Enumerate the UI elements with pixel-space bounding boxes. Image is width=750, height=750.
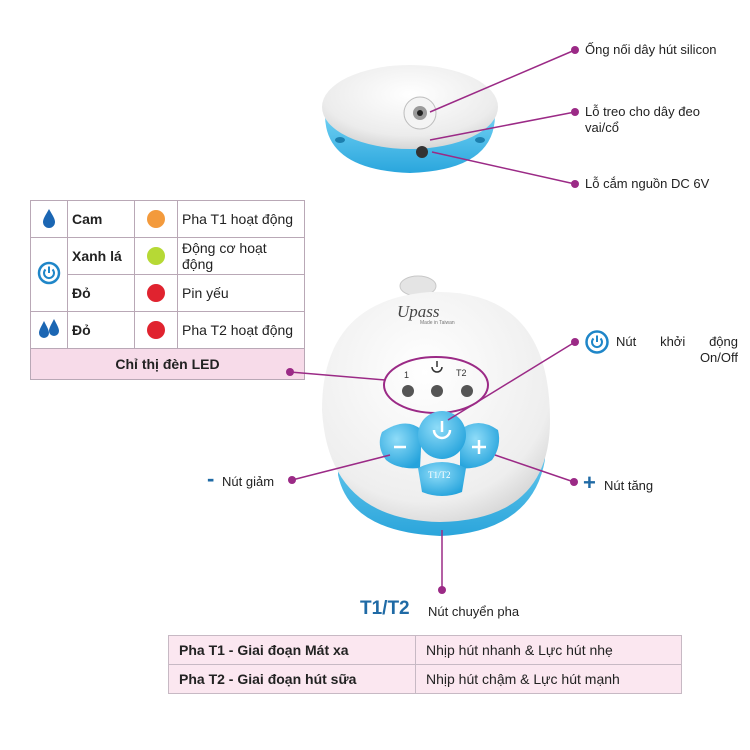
- phase-table: Pha T1 - Giai đoạn Mát xa Nhịp hút nhanh…: [168, 635, 682, 694]
- led-table-footer: Chỉ thị đèn LED: [30, 348, 305, 380]
- callout-dot: [286, 368, 294, 376]
- led-indicator-table: Cam Pha T1 hoạt động Xanh lá Động cơ hoạ…: [30, 200, 305, 380]
- minus-button-label: Nút giảm: [222, 474, 275, 489]
- onoff-button-label: Nút khởi động On/Off: [616, 334, 738, 365]
- callout-dot: [288, 476, 296, 484]
- strap-hole-label: Lỗ treo cho dây đeo vai/cổ: [585, 104, 700, 135]
- t1-t2-button[interactable]: T1/T2: [428, 470, 451, 480]
- plus-sign: +: [583, 470, 596, 495]
- led-label-1: 1: [404, 370, 410, 380]
- brand-logo: Upass: [397, 302, 440, 321]
- phase-description: Nhịp hút nhanh & Lực hút nhẹ: [415, 635, 682, 665]
- led-description: Pin yếu: [177, 274, 305, 312]
- top-callout-lines: [429, 49, 576, 185]
- double-drop-icon: [30, 311, 68, 349]
- led-swatch: [134, 200, 178, 238]
- callout-dot: [438, 586, 446, 594]
- led-swatch: [134, 237, 178, 275]
- table-row: Cam Pha T1 hoạt động: [30, 200, 305, 238]
- table-row: Đỏ Pha T2 hoạt động: [30, 311, 305, 349]
- callout-dot: [570, 478, 578, 486]
- table-row: Đỏ Pin yếu: [31, 274, 305, 312]
- led-label-t2: T2: [456, 368, 467, 378]
- led-description: Pha T2 hoạt động: [177, 311, 305, 349]
- led-swatch: [134, 274, 178, 312]
- table-row: Pha T2 - Giai đoạn hút sữa Nhịp hút chậm…: [168, 664, 682, 694]
- switch-phase-label: Nút chuyển pha: [428, 604, 520, 619]
- led-description: Pha T1 hoạt động: [177, 200, 305, 238]
- table-row: Xanh lá Động cơ hoạt động: [30, 237, 305, 312]
- pump-back-view: [322, 65, 498, 173]
- phase-name: Pha T2 - Giai đoạn hút sữa: [168, 664, 416, 694]
- led-color: Đỏ: [67, 274, 135, 312]
- switch-phase-big-label: T1/T2: [360, 598, 410, 619]
- power-jack-label: Lỗ cắm nguồn DC 6V: [585, 176, 710, 191]
- table-row: Chỉ thị đèn LED: [30, 348, 305, 380]
- callout-dot: [571, 180, 579, 188]
- brand-tagline: Made in Taiwan: [420, 320, 455, 326]
- onoff-power-icon: [585, 330, 609, 354]
- callout-dot: [571, 46, 579, 54]
- power-icon: [30, 237, 68, 312]
- minus-sign: -: [207, 466, 215, 491]
- plus-button-label: Nút tăng: [604, 478, 654, 493]
- table-row: Pha T1 - Giai đoạn Mát xa Nhịp hút nhanh…: [168, 635, 682, 665]
- phase-description: Nhịp hút chậm & Lực hút mạnh: [415, 664, 682, 694]
- phase-name: Pha T1 - Giai đoạn Mát xa: [168, 635, 416, 665]
- single-drop-icon: [30, 200, 68, 238]
- silicon-connector-label: Ống nối dây hút silicon: [585, 42, 717, 57]
- callout-dot: [571, 108, 579, 116]
- callout-dot: [571, 338, 579, 346]
- led-color: Cam: [67, 200, 135, 238]
- main-callout-lines: [289, 341, 576, 590]
- pump-front-view: [322, 275, 550, 536]
